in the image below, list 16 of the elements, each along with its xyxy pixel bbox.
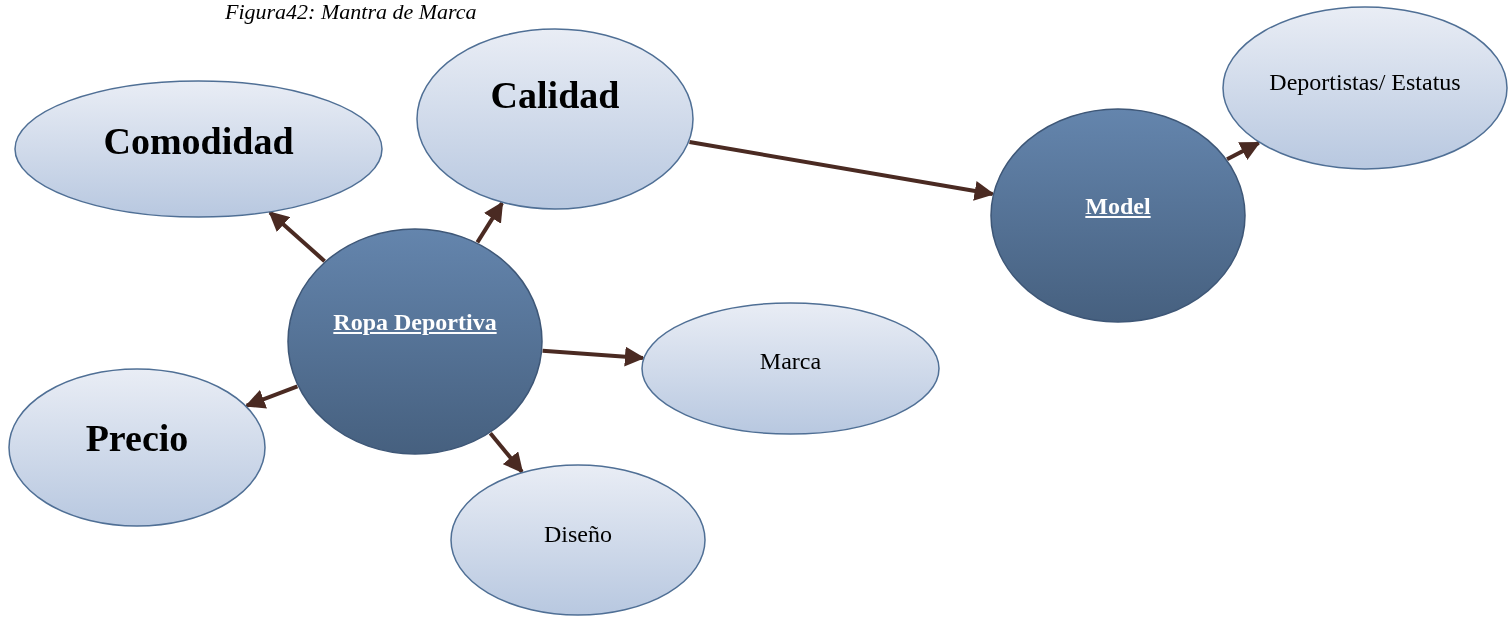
arrow [689, 140, 995, 201]
node-label: Calidad [490, 73, 620, 117]
arrow [488, 431, 524, 474]
node-label: Precio [85, 415, 189, 460]
node-label: Deportistas/ Estatus [1269, 68, 1461, 97]
node-label: Ropa Deportiva [333, 307, 497, 337]
arrow [244, 384, 299, 409]
arrow [475, 201, 504, 244]
arrow [542, 346, 645, 367]
node-label: Model [1085, 191, 1151, 221]
node-label: Marca [759, 346, 822, 376]
node-label: Diseño [544, 520, 612, 549]
arrow [268, 211, 326, 263]
figure-title: Figura42: Mantra de Marca [225, 0, 477, 24]
node-label: Comodidad [103, 119, 294, 163]
arrow [1226, 141, 1261, 161]
